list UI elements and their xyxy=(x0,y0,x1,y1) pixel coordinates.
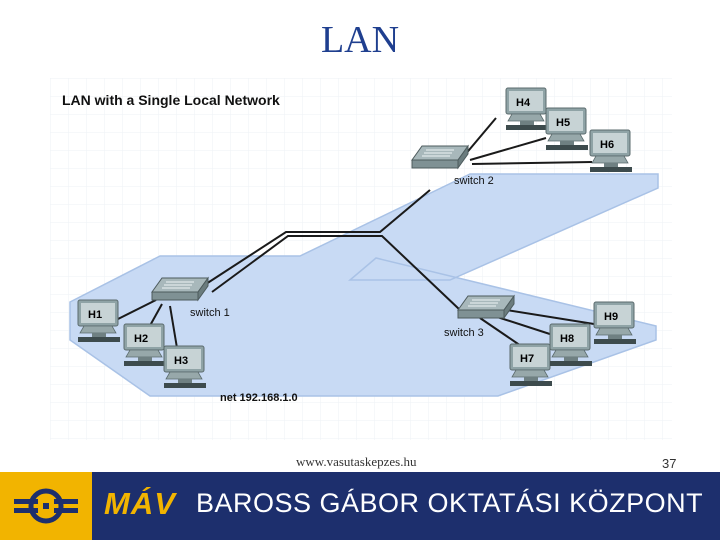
host-label: H6 xyxy=(600,139,614,151)
cable-switch1-switch2 xyxy=(205,189,431,285)
cable-switch1-switch3 xyxy=(211,235,461,311)
host-label: H9 xyxy=(604,311,618,323)
switch-icon xyxy=(457,295,515,319)
cable-switch3-h9 xyxy=(493,307,595,325)
host-label: H3 xyxy=(174,355,188,367)
cable-switch2-h4 xyxy=(463,117,497,157)
cable-switch3-h7 xyxy=(479,317,525,349)
network-cables xyxy=(115,117,595,355)
lan-diagram: switch 1 switch 2 switch 3 H1 H2 H3 H4 H… xyxy=(50,78,672,440)
host-label: H7 xyxy=(520,353,534,365)
cable-switch2-h5 xyxy=(469,137,547,161)
mav-wheel-logo-icon xyxy=(0,472,92,540)
slide-title: LAN xyxy=(320,19,400,61)
cable-switch1-h1 xyxy=(115,299,157,321)
host-label: H1 xyxy=(88,309,102,321)
banner-brand: MÁV xyxy=(104,486,176,521)
institution-banner: MÁV BAROSS GÁBOR OKTATÁSI KÖZPONT xyxy=(0,472,720,540)
switch-icon xyxy=(151,277,209,301)
network-floor-plane xyxy=(69,173,659,397)
switch-icon xyxy=(411,145,469,169)
host-label: H5 xyxy=(556,117,570,129)
switch-label: switch 3 xyxy=(444,327,484,339)
host-label: H4 xyxy=(516,97,531,109)
switch-label: switch 1 xyxy=(190,307,230,319)
switch-label: switch 2 xyxy=(454,175,494,187)
page-number: 37 xyxy=(662,456,677,471)
footer-url: www.vasutaskepzes.hu xyxy=(296,454,417,469)
network-address-label: net 192.168.1.0 xyxy=(220,392,298,404)
cable-switch2-h6 xyxy=(471,161,593,165)
banner-text: BAROSS GÁBOR OKTATÁSI KÖZPONT xyxy=(196,488,704,518)
host-label: H2 xyxy=(134,333,148,345)
diagram-title: LAN with a Single Local Network xyxy=(62,92,280,108)
host-label: H8 xyxy=(560,333,574,345)
